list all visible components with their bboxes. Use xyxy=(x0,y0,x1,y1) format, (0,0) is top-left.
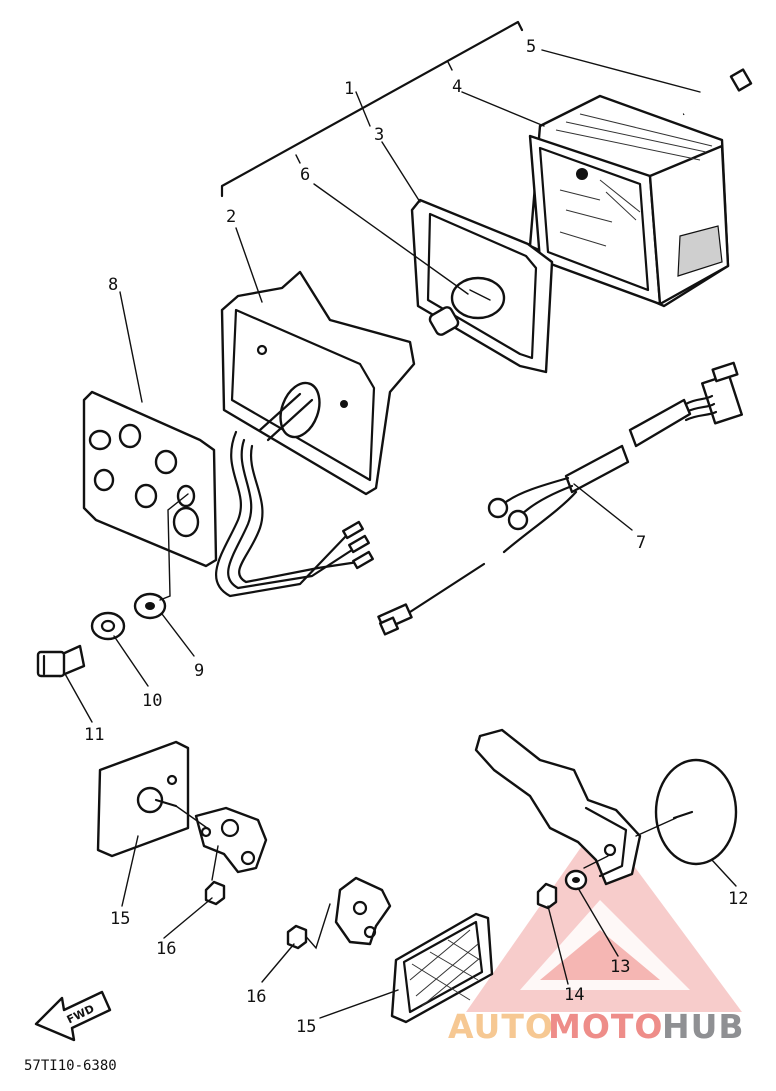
reflector-lower-part xyxy=(390,912,494,1024)
leader-lines xyxy=(63,49,737,1019)
callout-4: 4 xyxy=(452,77,462,97)
bolt-part xyxy=(36,644,86,678)
callout-15-lower: 15 xyxy=(296,1017,316,1037)
collar-part xyxy=(90,611,126,641)
base-wiring xyxy=(215,430,374,598)
reflector-bracket-lower xyxy=(301,876,392,950)
base-housing-part xyxy=(220,270,416,496)
lens-part xyxy=(528,94,730,308)
mounting-bracket-part xyxy=(474,728,642,886)
rear-plate-part xyxy=(82,390,218,568)
callout-11: 11 xyxy=(84,725,104,745)
reflector-plate-part-upper xyxy=(96,740,190,858)
callout-5: 5 xyxy=(526,37,536,57)
svg-text:HUB: HUB xyxy=(662,1007,745,1046)
callout-8: 8 xyxy=(108,275,118,295)
nut-part-lower xyxy=(286,924,308,950)
callout-numbers: 1 2 3 4 5 6 7 8 9 10 11 12 13 14 15 15 1… xyxy=(84,37,748,1037)
reflector-bracket-upper xyxy=(175,805,268,881)
svg-text:AUTO: AUTO xyxy=(448,1007,554,1046)
callout-13: 13 xyxy=(610,957,630,977)
round-reflector-part xyxy=(635,758,738,866)
screw-part xyxy=(682,68,753,116)
bulb-part xyxy=(428,276,506,336)
fwd-arrow-icon: FWD xyxy=(34,990,112,1042)
callout-2: 2 xyxy=(226,207,236,227)
callout-7: 7 xyxy=(636,533,646,553)
svg-text:MOTO: MOTO xyxy=(548,1007,663,1046)
wire-harness-part xyxy=(377,361,744,636)
callout-3: 3 xyxy=(374,125,384,145)
callout-9: 9 xyxy=(194,661,204,681)
callout-16-lower: 16 xyxy=(246,987,266,1007)
callout-15-upper: 15 xyxy=(110,909,130,929)
drawing-code: 57TI10-6380 xyxy=(24,1058,117,1074)
callout-6: 6 xyxy=(300,165,310,185)
callout-10: 10 xyxy=(142,691,162,711)
assembly-bracket xyxy=(220,20,524,198)
callout-12: 12 xyxy=(728,889,748,909)
washer-part xyxy=(133,592,167,620)
nut-part-14 xyxy=(536,882,558,910)
watermark-logo xyxy=(466,820,742,1012)
callout-1: 1 xyxy=(344,79,354,99)
callout-16-upper: 16 xyxy=(156,939,176,959)
washer-part-13 xyxy=(564,869,588,891)
watermark-text: AUTO MOTO HUB xyxy=(448,1007,745,1046)
callout-14: 14 xyxy=(564,985,584,1005)
